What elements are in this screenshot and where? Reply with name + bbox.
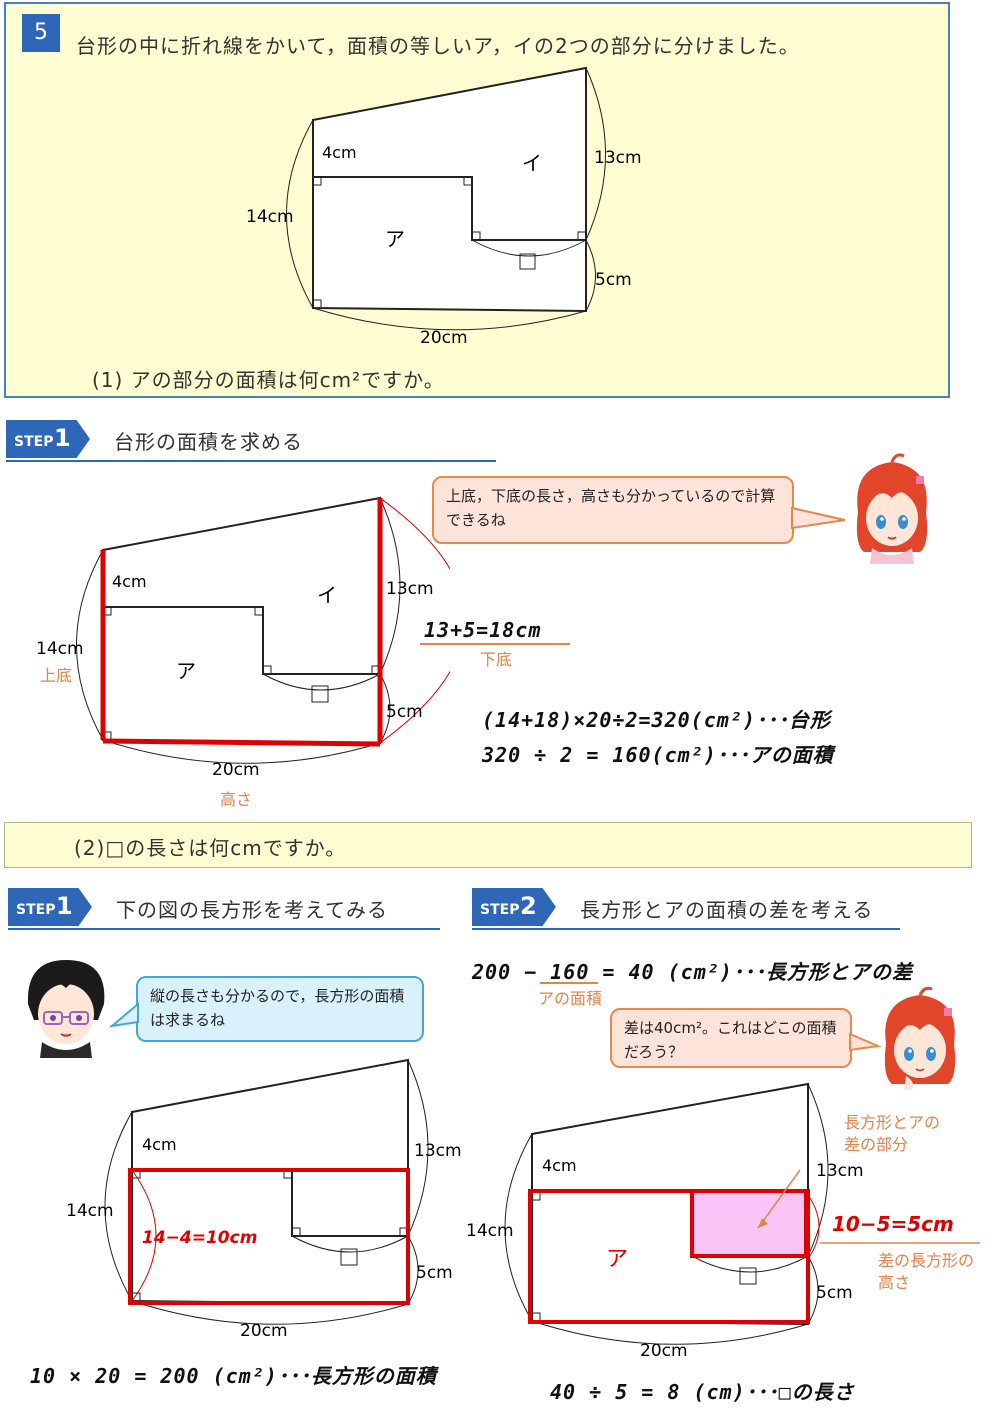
label-14cm: 14cm <box>36 639 84 659</box>
label-20cm: 20cm <box>212 760 260 780</box>
hint-bubble: 差は40cm²。これはどこの面積だろう？ <box>610 1008 852 1068</box>
label-diff-region: 長方形とアの差の部分 <box>844 1113 941 1154</box>
bubble-tail <box>791 506 846 530</box>
girl-avatar <box>856 453 928 564</box>
step2-figure: 4cm 13cm 14cm 5cm 20cm ア <box>466 1082 980 1361</box>
label-14cm: 14cm <box>246 207 294 227</box>
sub-question-panel <box>4 822 972 868</box>
a-area-calc: 320 ÷ 2 = 160(cm²)･･･アの面積 <box>482 743 834 767</box>
label-a: ア <box>176 659 196 683</box>
label-i: イ <box>522 151 542 175</box>
label-14cm: 14cm <box>66 1201 114 1221</box>
question-text: 台形の中に折れ線をかいて，面積の等しいア，イの2つの部分に分けました。 <box>76 34 800 58</box>
step-title: 台形の面積を求める <box>114 430 303 454</box>
diff-height-calc: 10−5=5cm <box>832 1212 954 1236</box>
label-5cm: 5cm <box>416 1263 453 1283</box>
label-a: ア <box>385 227 405 251</box>
sub-question-1: (1) アの部分の面積は何cm²ですか。 <box>92 368 445 392</box>
girl-avatar <box>884 986 956 1090</box>
trapezoid-area-calc: (14+18)×20÷2=320(cm²)･･･台形 <box>482 708 831 732</box>
label-5cm: 5cm <box>816 1283 853 1303</box>
label-13cm: 13cm <box>816 1161 864 1181</box>
label-upper-base: 上底 <box>40 666 73 685</box>
box-length-calc: 40 ÷ 5 = 8 (cm)･･･□の長さ <box>550 1380 855 1404</box>
lower-base-calc: 13+5=18cm <box>424 618 542 642</box>
bubble-tail <box>849 1032 882 1052</box>
sub-question-2: (2)□の長さは何cmですか。 <box>74 836 347 860</box>
label-4cm: 4cm <box>322 143 357 162</box>
step1-figure: 4cm 13cm 14cm 5cm 20cm ア イ <box>36 496 450 780</box>
label-5cm: 5cm <box>595 270 632 290</box>
label-4cm: 4cm <box>542 1156 577 1175</box>
label-20cm: 20cm <box>240 1321 288 1341</box>
label-diff-height: 差の長方形の高さ <box>878 1251 975 1292</box>
rectangle-area-calc: 10 × 20 = 200 (cm²)･･･長方形の面積 <box>30 1364 437 1388</box>
step-title: 下の図の長方形を考えてみる <box>116 898 388 922</box>
height-calc: 14−4=10cm <box>142 1228 257 1248</box>
label-4cm: 4cm <box>112 572 147 591</box>
step1b-figure: 4cm 13cm 14cm 5cm 20cm 14−4=10cm <box>66 1058 462 1341</box>
boy-avatar <box>27 960 105 1058</box>
bubble-tail <box>108 1001 139 1028</box>
label-14cm: 14cm <box>466 1221 514 1241</box>
label-20cm: 20cm <box>640 1341 688 1361</box>
label-13cm: 13cm <box>594 148 642 168</box>
label-4cm: 4cm <box>142 1135 177 1154</box>
label-lower-base: 下底 <box>480 650 513 669</box>
label-a: ア <box>606 1247 628 1272</box>
label-height: 高さ <box>220 790 253 809</box>
question-number: 5 <box>22 14 60 52</box>
hint-bubble: 縦の長さも分かるので，長方形の面積は求まるね <box>136 976 424 1042</box>
label-20cm: 20cm <box>420 328 468 348</box>
difference-calc: 200 − 160 = 40 (cm²)･･･長方形とアの差 <box>472 960 913 984</box>
problem-figure: 4cm 13cm 14cm 5cm 20cm ア イ <box>246 66 642 348</box>
label-a-area: アの面積 <box>538 989 603 1008</box>
label-13cm: 13cm <box>386 579 434 599</box>
step-title: 長方形とアの面積の差を考える <box>580 898 874 922</box>
label-5cm: 5cm <box>386 702 423 722</box>
hint-bubble: 上底，下底の長さ，高さも分かっているので計算できるね <box>432 476 794 544</box>
label-13cm: 13cm <box>414 1141 462 1161</box>
label-i: イ <box>317 583 337 607</box>
